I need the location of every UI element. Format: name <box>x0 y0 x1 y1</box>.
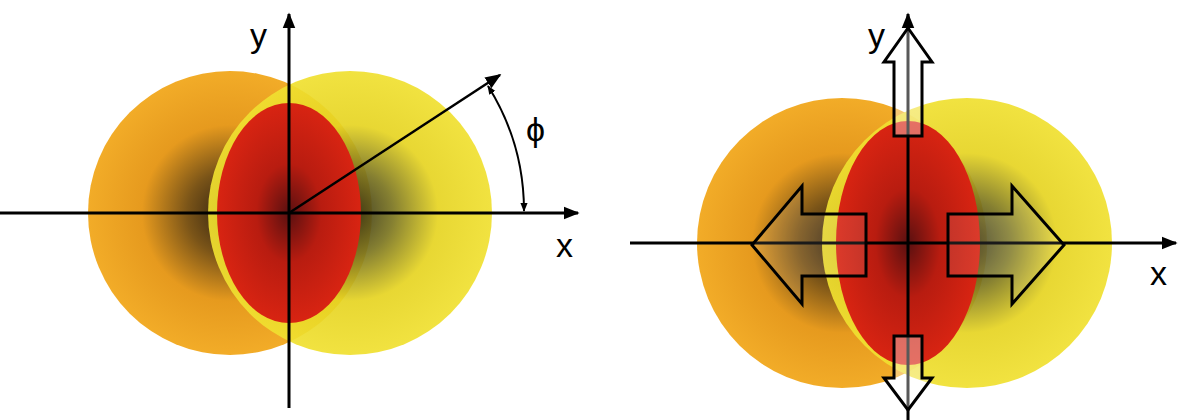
right-panel <box>630 14 1176 420</box>
axis-label: y <box>868 18 885 52</box>
flow-arrow-down <box>884 336 932 410</box>
axis-label: x <box>556 228 573 262</box>
angle-label: ϕ <box>526 112 545 146</box>
left-panel <box>0 14 578 408</box>
flow-arrow-left <box>752 186 866 304</box>
reaction-plane-line <box>289 75 500 213</box>
flow-arrow-right <box>948 186 1064 304</box>
flow-arrow-up <box>884 28 932 136</box>
x-axis <box>630 242 1176 245</box>
axis-label: y <box>250 18 267 52</box>
angle-arc <box>488 86 524 211</box>
axis-label: x <box>1150 256 1167 290</box>
